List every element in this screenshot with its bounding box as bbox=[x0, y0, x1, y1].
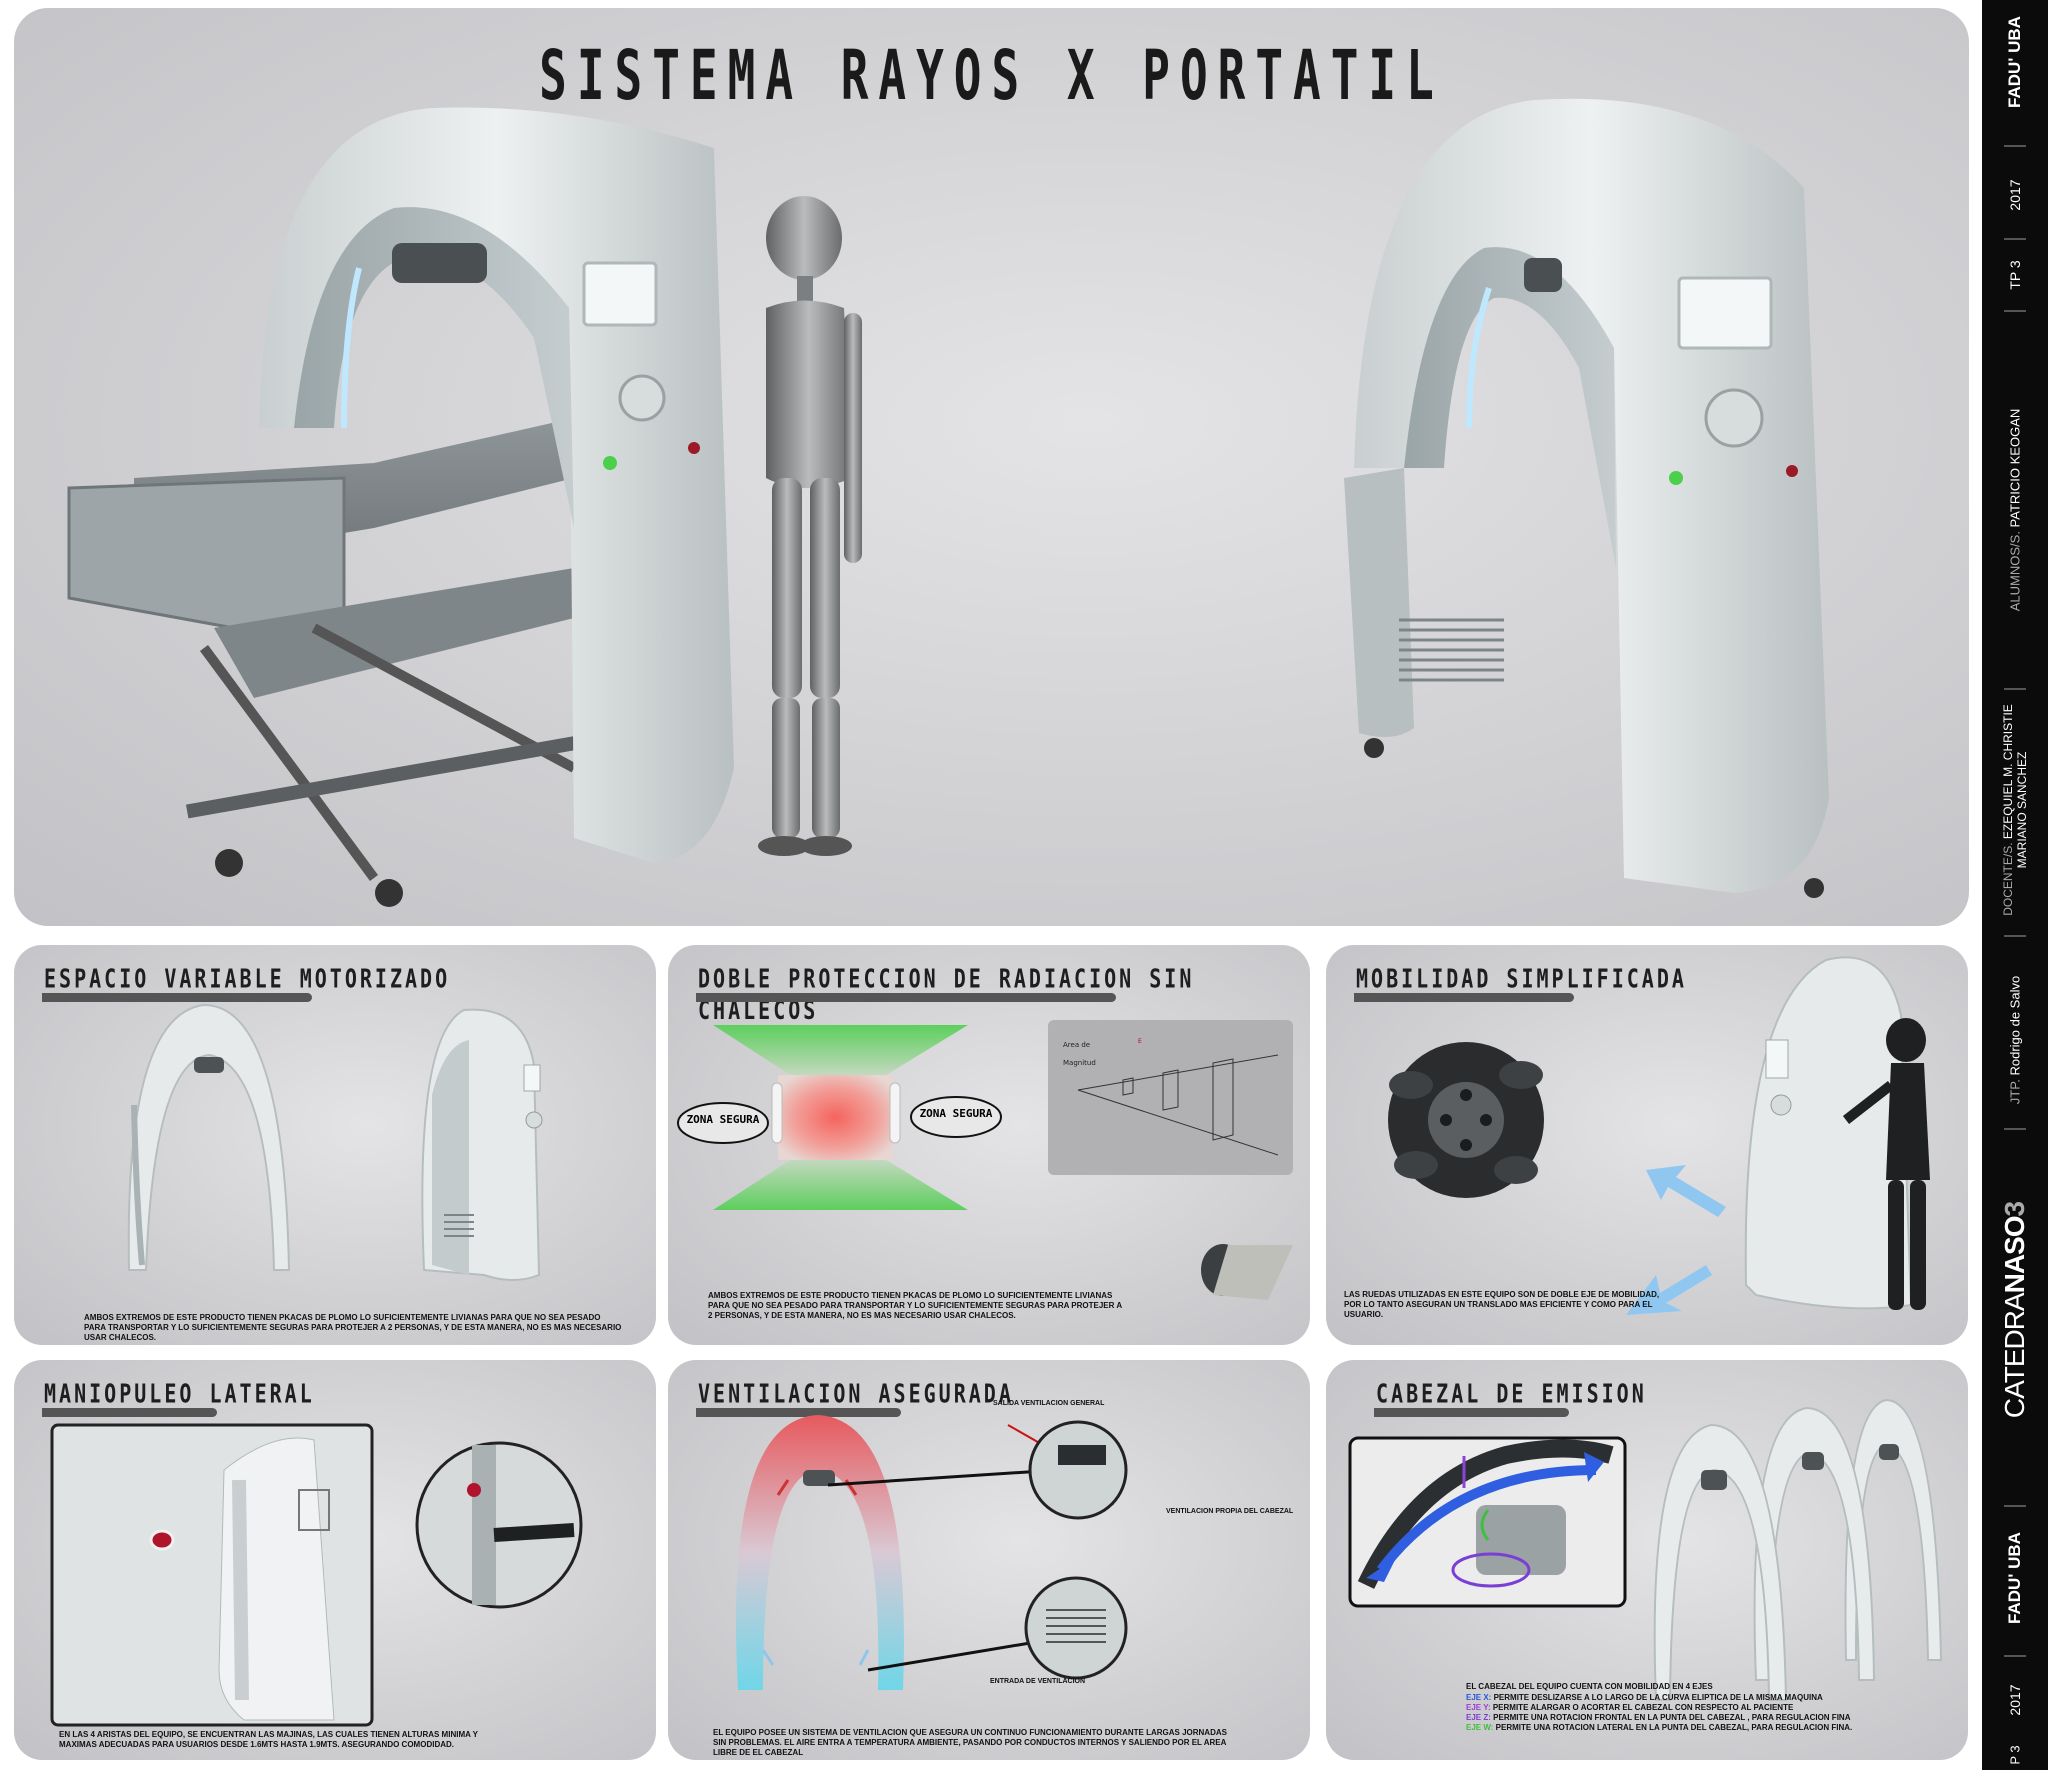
axis-w-line: EJE W: PERMITE UNA ROTACION LATERAL EN L… bbox=[1466, 1723, 1926, 1733]
catedra-text: CATEDRA bbox=[1999, 1293, 2030, 1419]
arch-machine-views-illustration bbox=[127, 1003, 543, 1281]
title-underline bbox=[42, 1408, 217, 1417]
axis-prefix: EJE W: bbox=[1466, 1723, 1494, 1732]
zone-right-label: ZONA SEGURA bbox=[919, 1107, 993, 1120]
hero-machine-with-bed-illustration bbox=[67, 98, 1829, 907]
title-underline bbox=[696, 993, 1116, 1002]
emission-head-axes-illustration bbox=[1348, 1398, 1943, 1701]
svg-text:Area de: Area de bbox=[1063, 1041, 1090, 1049]
axis-y-line: EJE Y: PERMITE ALARGAR O ACORTAR EL CABE… bbox=[1466, 1703, 1926, 1713]
ventilation-flow-illustration bbox=[735, 1415, 1128, 1690]
panel-ventilacion: VENTILACION ASEGURADA SALIDA VENTILACION… bbox=[668, 1360, 1310, 1760]
svg-text:Magnitud: Magnitud bbox=[1063, 1059, 1096, 1067]
panel-title: CABEZAL DE EMISION bbox=[1376, 1378, 1647, 1410]
jtp-name: Rodrigo de Salvo bbox=[2007, 975, 2023, 1076]
year-label-bottom: 2017 bbox=[2007, 1684, 2023, 1716]
tp-label: TP 3 bbox=[2007, 260, 2023, 290]
divider bbox=[2004, 1655, 2026, 1657]
axis-x-line: EJE X: PERMITE DESLIZARSE A LO LARGO DE … bbox=[1466, 1693, 1926, 1703]
divider bbox=[2004, 935, 2026, 937]
panel-cabezal-emision: CABEZAL DE EMISION EL CABEZAL DEL EQUIPO… bbox=[1326, 1360, 1968, 1760]
axis-text: PERMITE DESLIZARSE A LO LARGO DE LA CURV… bbox=[1493, 1693, 1823, 1702]
panel-espacio-variable: ESPACIO VARIABLE MOTORIZADO AMBOS EXTREM… bbox=[14, 945, 656, 1345]
handle-detail-illustration bbox=[50, 1423, 583, 1727]
divider bbox=[2004, 1505, 2026, 1507]
divider bbox=[2004, 238, 2026, 240]
omni-wheel-and-machine-illustration bbox=[1388, 956, 1930, 1315]
axis-text: PERMITE UNA ROTACION LATERAL EN LA PUNTA… bbox=[1495, 1723, 1853, 1732]
callout-ventilacion-cabezal: VENTILACION PROPIA DEL CABEZAL bbox=[1166, 1508, 1294, 1515]
axes-list: EJE X: PERMITE DESLIZARSE A LO LARGO DE … bbox=[1466, 1693, 1926, 1733]
panel-movilidad: MOBILIDAD SIMPLIFICADA LAS RUEDAS UTILIZ… bbox=[1326, 945, 1968, 1345]
year-label: 2017 bbox=[2007, 179, 2023, 211]
svg-text:E: E bbox=[1138, 1038, 1142, 1045]
school-label-bottom: FADU' UBA bbox=[2005, 1532, 2024, 1624]
panel-title: VENTILACION ASEGURADA bbox=[698, 1378, 1014, 1410]
title-underline bbox=[1374, 1408, 1569, 1417]
jtp-label: JTP. bbox=[2007, 1079, 2023, 1105]
panel-description: EL EQUIPO POSEE UN SISTEMA DE VENTILACIO… bbox=[713, 1728, 1227, 1757]
jtp-credit: JTP. Rodrigo de Salvo bbox=[2008, 976, 2023, 1104]
credits-sidebar: FADU' UBA 2017 TP 3 ALUMNOS/S. PATRICIO … bbox=[1982, 0, 2048, 1770]
panel-title: MANIOPULEO LATERAL bbox=[44, 1378, 315, 1410]
tp-label-bottom: P 3 bbox=[2007, 1745, 2023, 1765]
divider bbox=[2004, 145, 2026, 147]
panel-description: AMBOS EXTREMOS DE ESTE PRODUCTO TIENEN P… bbox=[708, 1291, 1122, 1320]
alumnos-name: PATRICIO KEOGAN bbox=[2007, 408, 2023, 528]
zone-left-label: ZONA SEGURA bbox=[686, 1113, 760, 1126]
panel-doble-proteccion: DOBLE PROTECCION DE RADIACION SIN CHALEC… bbox=[668, 945, 1310, 1345]
docentes-label: DOCENTE/S. bbox=[2001, 842, 2015, 916]
title-underline bbox=[42, 993, 312, 1002]
naso-text: NASO bbox=[1999, 1216, 2030, 1294]
callout-salida-general: SALIDA VENTILACION GENERAL bbox=[993, 1400, 1105, 1407]
axis-z-line: EJE Z: PERMITE UNA ROTACION FRONTAL EN L… bbox=[1466, 1713, 1926, 1723]
docentes-name-1: EZEQUIEL M. CHRISTIE bbox=[2001, 704, 2015, 840]
axes-intro: EL CABEZAL DEL EQUIPO CUENTA CON MOBILID… bbox=[1466, 1682, 1713, 1691]
divider bbox=[2004, 688, 2026, 690]
axis-prefix: EJE X: bbox=[1466, 1693, 1492, 1702]
catedra-logo: CATEDRANASO3 bbox=[1999, 1202, 2031, 1418]
panel-title: ESPACIO VARIABLE MOTORIZADO bbox=[44, 963, 451, 995]
alumnos-label: ALUMNOS/S. bbox=[2007, 531, 2023, 612]
panel-title: MOBILIDAD SIMPLIFICADA bbox=[1356, 963, 1687, 995]
title-underline bbox=[696, 1408, 901, 1417]
panel-description: EN LAS 4 ARISTAS DEL EQUIPO, SE ENCUENTR… bbox=[59, 1730, 478, 1749]
axis-prefix: EJE Y: bbox=[1466, 1703, 1491, 1712]
title-underline bbox=[1354, 993, 1574, 1002]
axis-text: PERMITE ALARGAR O ACORTAR EL CABEZAL CON… bbox=[1492, 1703, 1794, 1712]
panel-description: LAS RUEDAS UTILIZADAS EN ESTE EQUIPO SON… bbox=[1344, 1290, 1660, 1319]
catedra-number: 3 bbox=[1999, 1201, 2030, 1217]
docentes-name-2: MARIANO SANCHEZ bbox=[2015, 751, 2029, 869]
axis-text: PERMITE UNA ROTACION FRONTAL EN LA PUNTA… bbox=[1493, 1713, 1851, 1722]
panel-manipuleo-lateral: MANIOPULEO LATERAL EN LAS 4 ARISTAS DEL … bbox=[14, 1360, 656, 1760]
panel-description: AMBOS EXTREMOS DE ESTE PRODUCTO TIENEN P… bbox=[84, 1313, 622, 1342]
axis-prefix: EJE Z: bbox=[1466, 1713, 1491, 1722]
alumnos-credit: ALUMNOS/S. PATRICIO KEOGAN bbox=[2008, 409, 2023, 612]
hero-title: SISTEMA RAYOS X PORTATIL bbox=[539, 34, 1444, 116]
school-label: FADU' UBA bbox=[2005, 16, 2024, 108]
hero-panel: SISTEMA RAYOS X PORTATIL bbox=[14, 8, 1969, 926]
divider bbox=[2004, 310, 2026, 312]
radiation-zone-diagram: Area de Magnitud E bbox=[677, 1020, 1293, 1300]
divider bbox=[2004, 1128, 2026, 1130]
callout-entrada-ventilacion: ENTRADA DE VENTILACION bbox=[990, 1678, 1086, 1685]
